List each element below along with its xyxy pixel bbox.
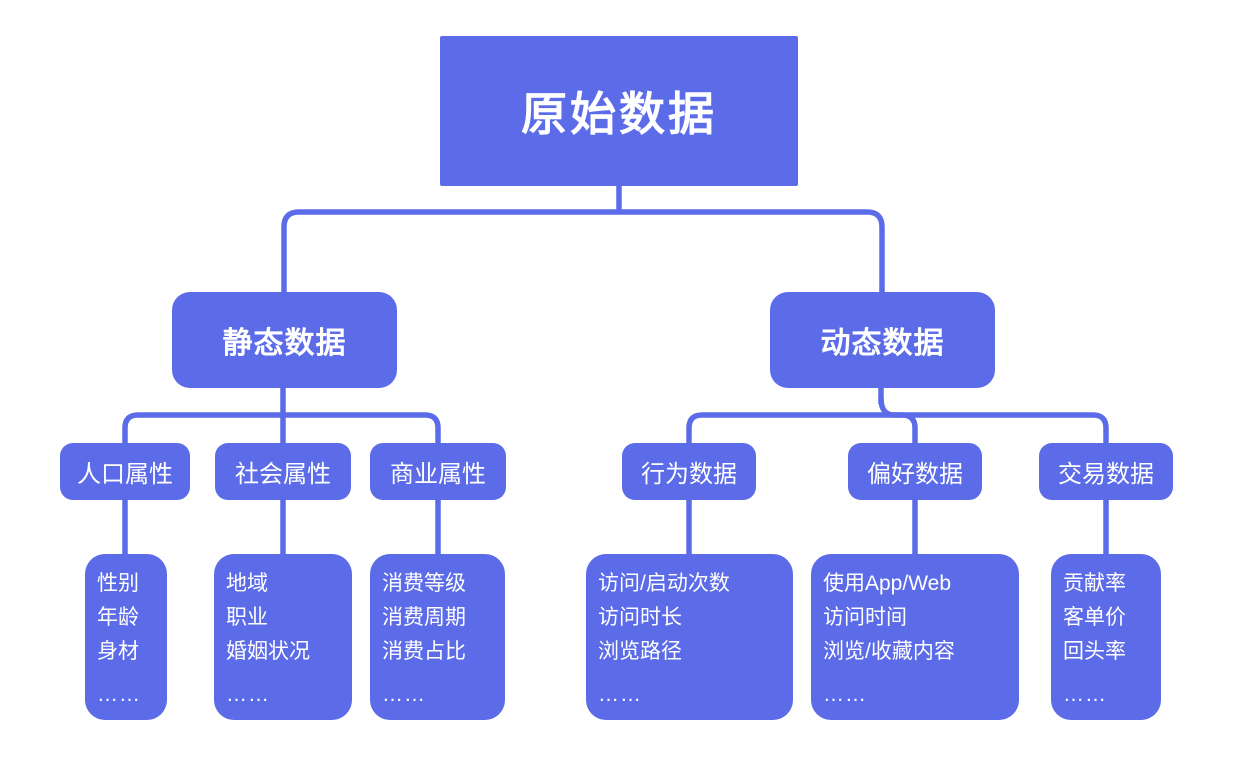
node-transaction-data: 交易数据 [1039,443,1173,500]
leaf-item: 回头率 [1063,640,1126,663]
leaf-item: 浏览/收藏内容 [823,640,955,663]
leaf-item: 婚姻状况 [226,640,310,663]
node-raw-data: 原始数据 [440,36,798,186]
leaf-item: 访问时长 [598,606,682,629]
leaf-item: 贡献率 [1063,572,1126,595]
leaf-item: 访问/启动次数 [598,572,730,595]
leaf-item: 消费等级 [382,572,466,595]
node-commercial-attributes: 商业属性 [370,443,506,500]
leaf-item: 身材 [97,640,139,663]
leaf-item: 访问时间 [823,606,907,629]
leaf-item: 年龄 [97,606,139,629]
leaf-social-items: 地域 职业 婚姻状况 …… [214,554,352,720]
leaf-item: 消费占比 [382,640,466,663]
leaf-item: 使用App/Web [823,572,951,595]
node-behavior-data: 行为数据 [622,443,756,500]
leaf-item-ellipsis: …… [382,683,426,706]
leaf-item-ellipsis: …… [97,683,141,706]
leaf-item-ellipsis: …… [226,683,270,706]
leaf-item: 浏览路径 [598,640,682,663]
connector-dynamic-mid-drop [878,397,918,446]
leaf-demographic-items: 性别 年龄 身材 …… [85,554,167,720]
leaf-commercial-items: 消费等级 消费周期 消费占比 …… [370,554,505,720]
connector-static-bus [122,412,441,446]
leaf-item-ellipsis: …… [598,683,642,706]
leaf-item-ellipsis: …… [1063,683,1107,706]
connector-top-bus [281,209,885,296]
node-dynamic-data: 动态数据 [770,292,995,388]
leaf-item: 职业 [226,606,268,629]
node-static-data: 静态数据 [172,292,397,388]
leaf-item: 性别 [97,572,139,595]
leaf-item: 地域 [226,572,268,595]
node-demographic-attributes: 人口属性 [60,443,190,500]
leaf-transaction-items: 贡献率 客单价 回头率 …… [1051,554,1161,720]
leaf-behavior-items: 访问/启动次数 访问时长 浏览路径 …… [586,554,793,720]
leaf-item-ellipsis: …… [823,683,867,706]
leaf-item: 消费周期 [382,606,466,629]
node-social-attributes: 社会属性 [215,443,351,500]
node-preference-data: 偏好数据 [848,443,982,500]
connector-dynamic-bus [686,412,1109,446]
leaf-preference-items: 使用App/Web 访问时间 浏览/收藏内容 …… [811,554,1019,720]
leaf-item: 客单价 [1063,606,1126,629]
